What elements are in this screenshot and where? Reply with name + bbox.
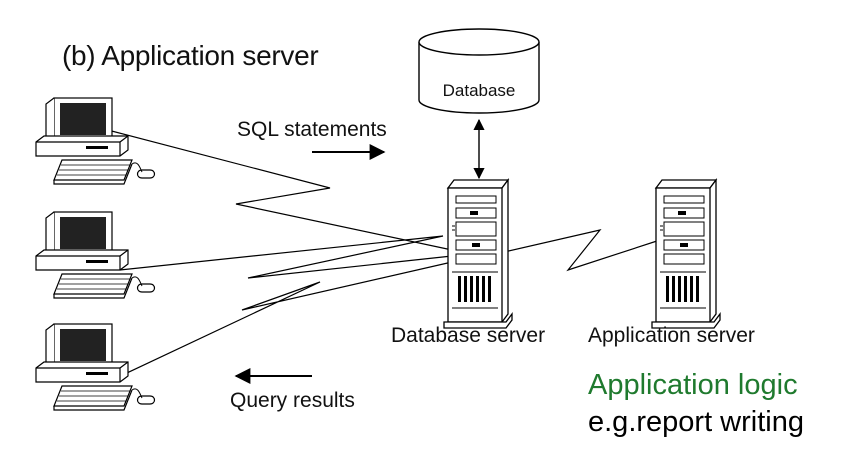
database-server bbox=[443, 179, 513, 329]
database-cylinder-icon bbox=[418, 28, 540, 114]
application-server bbox=[651, 179, 721, 329]
network-links bbox=[99, 127, 661, 381]
report-writing-note: e.g.report writing bbox=[588, 406, 804, 438]
client-computer-3 bbox=[35, 323, 156, 411]
link-client-1 bbox=[99, 127, 453, 251]
link-client-2 bbox=[119, 235, 453, 279]
database-server-label: Database server bbox=[391, 324, 546, 347]
diagram-title: (b) Application server bbox=[62, 40, 319, 71]
application-server-label: Application server bbox=[588, 324, 755, 347]
client-computer-2 bbox=[35, 211, 156, 299]
tower-server-icon bbox=[443, 179, 513, 329]
client-computer-1 bbox=[35, 97, 156, 185]
desktop-computer-icon bbox=[35, 97, 156, 185]
application-logic-note: Application logic bbox=[588, 369, 798, 401]
database-label: Database bbox=[442, 81, 516, 100]
desktop-computer-icon bbox=[35, 323, 156, 411]
sql-statements-label: SQL statements bbox=[237, 118, 387, 141]
link-app-server bbox=[503, 229, 661, 272]
link-client-3 bbox=[111, 261, 453, 381]
query-results-label: Query results bbox=[230, 389, 355, 412]
tower-server-icon bbox=[651, 179, 721, 329]
desktop-computer-icon bbox=[35, 211, 156, 299]
